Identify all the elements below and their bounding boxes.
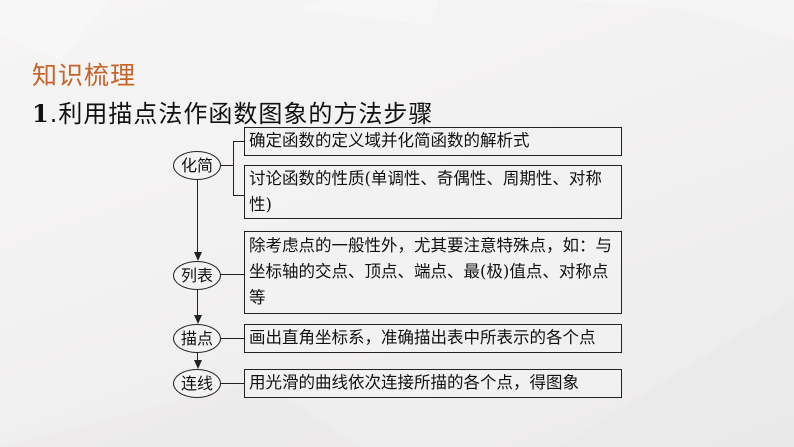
flow-connector-2 [197, 289, 199, 315]
page-heading: 1.利用描点法作函数图象的方法步骤 [32, 98, 433, 130]
bracket-bottom-tick [233, 195, 244, 197]
step-connect-lines: 连线 [173, 369, 221, 398]
step-plot-points: 描点 [173, 324, 221, 353]
bracket-vertical [233, 141, 235, 196]
step-simplify: 化简 [173, 151, 221, 180]
flow-connector-3 [197, 352, 199, 360]
detail-box-simplify-1: 确定函数的定义域并化简函数的解析式 [244, 127, 622, 156]
heading-number: 1 [32, 99, 50, 128]
flow-connector-1 [197, 180, 199, 252]
bracket-horizontal-connector [220, 165, 233, 167]
arrow-down-icon [193, 315, 202, 324]
bracket-top-tick [233, 141, 244, 143]
step-connector [220, 338, 244, 340]
section-title: 知识梳理 [32, 61, 137, 90]
arrow-down-icon [193, 252, 202, 261]
arrow-down-icon [193, 360, 202, 369]
detail-box-tabulate: 除考虑点的一般性外，尤其要注意特殊点，如：与坐标轴的交点、顶点、端点、最(极)值… [244, 231, 622, 314]
detail-box-plot-points: 画出直角坐标系，准确描出表中所表示的各个点 [244, 324, 622, 353]
detail-box-connect-lines: 用光滑的曲线依次连接所描的各个点，得图象 [244, 369, 622, 398]
step-tabulate: 列表 [173, 261, 221, 290]
detail-box-simplify-2: 讨论函数的性质(单调性、奇偶性、周期性、对称性) [244, 165, 622, 219]
heading-text: .利用描点法作函数图象的方法步骤 [49, 100, 434, 128]
step-connector [220, 274, 244, 276]
step-connector [220, 383, 244, 385]
